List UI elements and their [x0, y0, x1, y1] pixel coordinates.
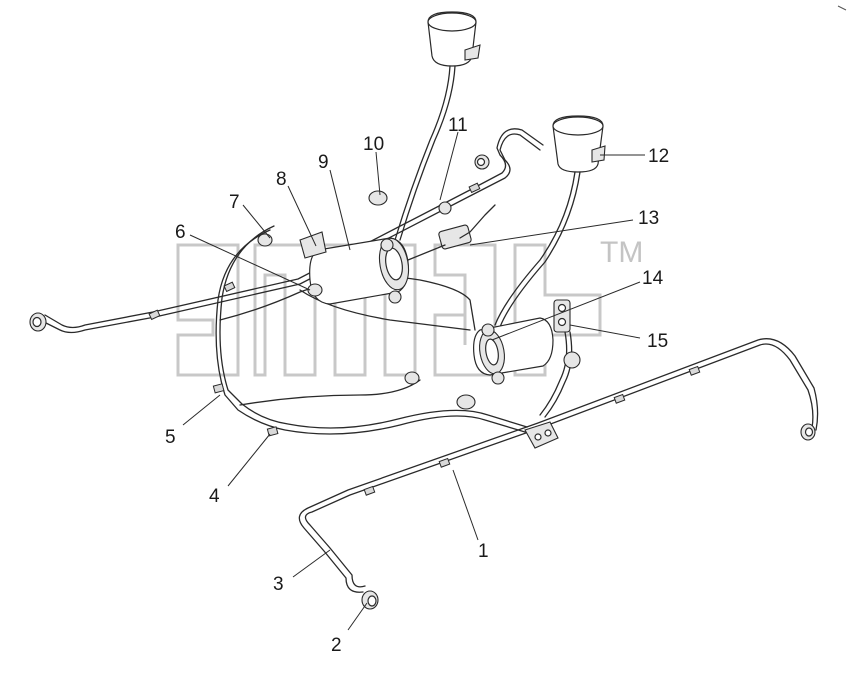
lower-cylinder	[473, 317, 554, 376]
connector	[456, 394, 476, 410]
pipe-clip	[688, 365, 701, 376]
callout-1: 1	[478, 541, 489, 562]
leader-5	[182, 394, 221, 426]
end-fitting-upper-right	[474, 154, 490, 170]
right-reservoir	[494, 115, 606, 328]
valve-fitting	[407, 204, 496, 261]
leader-3	[292, 549, 331, 578]
callout-13: 13	[638, 208, 659, 229]
connector	[404, 371, 420, 385]
callout-11: 11	[448, 115, 468, 136]
leader-6	[189, 234, 311, 291]
leader-4	[227, 433, 271, 487]
leader-1	[452, 469, 479, 541]
watermark-letter-4	[433, 243, 497, 377]
callout-9: 9	[318, 152, 329, 173]
leader-8	[287, 185, 317, 247]
leader-2	[347, 602, 368, 631]
upper-left-line	[39, 128, 544, 334]
leader-9	[329, 169, 351, 251]
leader-13	[469, 219, 634, 246]
leader-15	[569, 324, 641, 339]
hose-clip	[266, 426, 279, 437]
callout-10: 10	[363, 134, 384, 155]
pipe-clip	[438, 457, 451, 468]
pipe-clip	[148, 309, 161, 321]
callout-3: 3	[273, 574, 284, 595]
callout-7: 7	[229, 192, 240, 213]
callout-12: 12	[648, 146, 669, 167]
callout-14: 14	[642, 268, 664, 289]
hose-clip	[212, 383, 225, 394]
callout-5: 5	[165, 427, 176, 448]
watermark-tm: TM	[600, 236, 643, 269]
watermark-letter-1	[176, 243, 240, 377]
leader-7	[242, 204, 271, 239]
pipe-clip	[363, 485, 376, 496]
connector	[388, 290, 402, 304]
lower-brake-line	[298, 338, 819, 593]
callout-2: 2	[331, 635, 342, 656]
upper-reservoir	[394, 11, 481, 241]
pipe-clip	[613, 393, 626, 404]
leader-11	[439, 131, 459, 201]
valve-block	[539, 299, 581, 418]
pipe-clip	[223, 281, 236, 293]
end-fitting-right	[800, 423, 816, 441]
pipe-clip	[468, 182, 481, 194]
junction-block	[524, 421, 559, 449]
callout-4: 4	[209, 486, 220, 507]
leader-14	[491, 281, 641, 341]
corner-mark	[837, 5, 847, 11]
leaders	[182, 131, 645, 631]
connector	[438, 201, 452, 215]
callout-8: 8	[276, 169, 287, 190]
watermark-letter-2	[253, 243, 367, 377]
connector	[491, 371, 505, 385]
callout-15: 15	[647, 331, 668, 352]
connector	[257, 233, 273, 247]
connector	[307, 283, 323, 297]
callout-6: 6	[175, 222, 186, 243]
connector	[368, 190, 388, 206]
leader-10	[375, 151, 381, 196]
connectors	[257, 190, 505, 410]
callouts: 1 2 3 4 5 6 7 8 9 10 11 12 13 14 15	[165, 115, 669, 656]
end-fitting-upper-left	[29, 312, 47, 332]
